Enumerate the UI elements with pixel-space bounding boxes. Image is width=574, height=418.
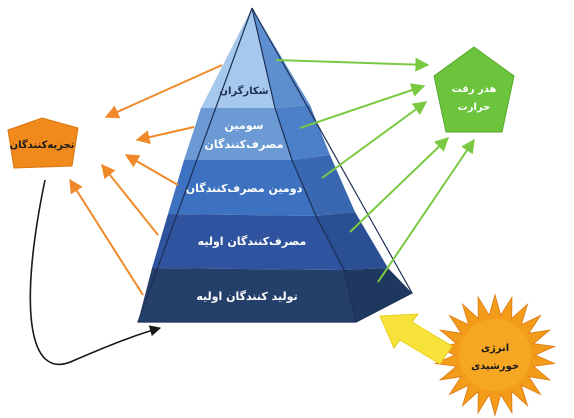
heat-loss-label-line2: حرارت	[458, 102, 491, 113]
solar-energy-label-line1: انرژی	[481, 343, 509, 354]
heat-loss-label-line1: هدر رفت	[452, 84, 497, 95]
label-tertiary-consumers-line2: مصرف‌کنندگان	[205, 138, 284, 151]
arrow-tertiary-to-heat	[299, 83, 426, 129]
label-producers: تولید کنندگان اولیه	[196, 290, 297, 303]
pyramid-level-predators	[201, 8, 275, 108]
label-secondary-consumers: دومین مصرف‌کنندگان	[186, 182, 303, 195]
pyramid-level-primary-consumers	[152, 214, 344, 270]
pyramid-level-producers	[138, 268, 356, 322]
arrow-producers-to-decomposers	[69, 178, 144, 296]
heat-loss-pentagon	[433, 46, 515, 133]
solar-energy-label-line2: خورشیدی	[471, 361, 519, 372]
arrow-decomposers-to-producers	[29, 179, 162, 366]
arrow-predators-to-decomposers	[104, 64, 223, 119]
arrow-sun-to-pyramid	[379, 313, 453, 365]
sun-icon	[433, 293, 557, 417]
arrow-secondary-to-heat	[321, 101, 428, 179]
arrow-primary-to-heat	[349, 137, 450, 233]
arrows-to-heat-loss	[275, 57, 475, 283]
label-predators: شکارگران	[219, 84, 268, 97]
arrows-to-decomposers	[69, 64, 223, 296]
arrow-secondary-to-decomposers	[124, 154, 179, 186]
decomposers-label: تجزیه‌کنندگان	[10, 138, 75, 151]
arrow-tertiary-to-decomposers	[135, 126, 195, 145]
arrow-primary-to-decomposers	[101, 163, 159, 236]
arrow-producers-to-heat	[377, 138, 475, 283]
decomposers-pentagon	[7, 117, 79, 169]
label-primary-consumers: مصرف‌کنندگان اولیه	[198, 235, 307, 248]
pyramid-front	[137, 7, 413, 323]
pyramid-side	[252, 8, 412, 322]
arrow-predators-to-heat	[275, 57, 430, 72]
label-tertiary-consumers-line1: سومین	[225, 119, 264, 132]
pyramid-level-secondary-consumers	[168, 160, 316, 216]
